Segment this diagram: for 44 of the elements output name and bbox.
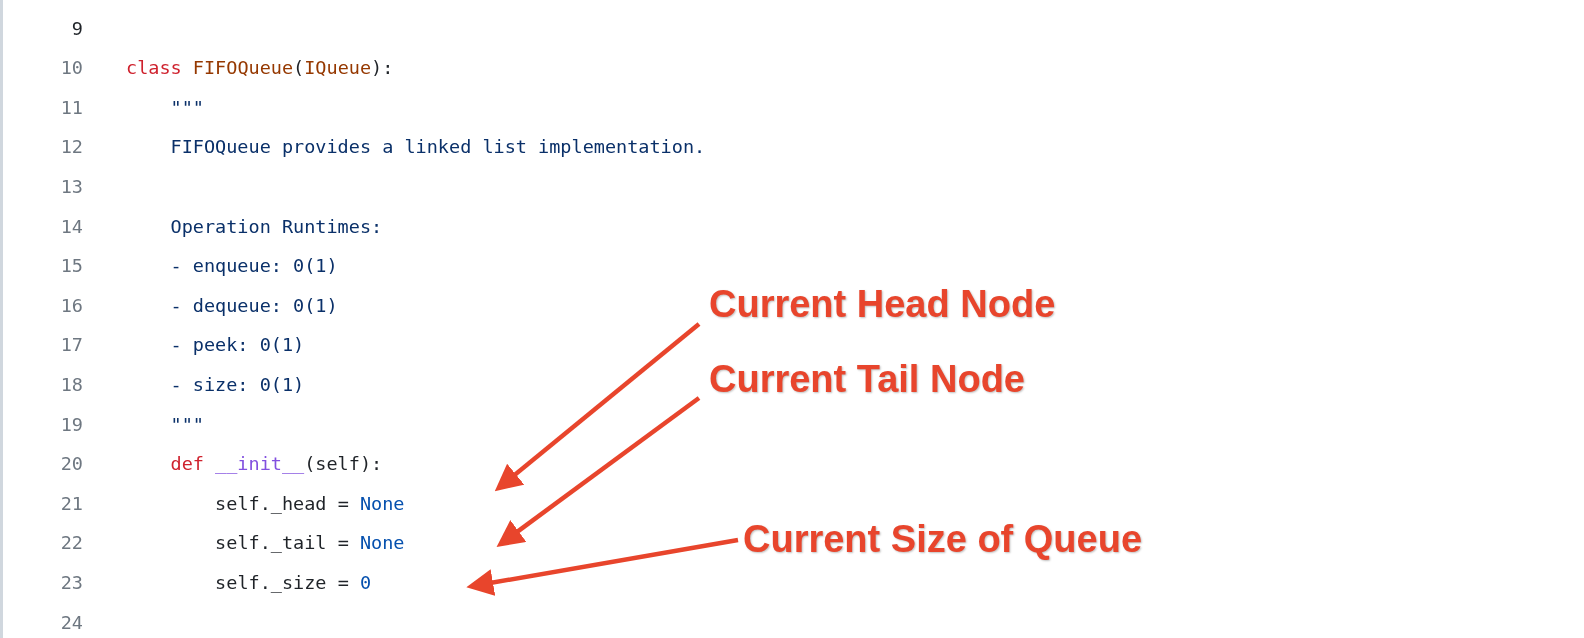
code-text: - dequeue: 0(1)	[170, 294, 338, 316]
line-number: 24	[59, 611, 83, 633]
code-text: (	[293, 57, 305, 79]
line-number: 12	[59, 136, 83, 158]
callout-text: Current Tail Node	[709, 359, 1025, 401]
line-number: 11	[59, 96, 83, 118]
line-number: 16	[59, 294, 83, 316]
line-number: 9	[70, 17, 83, 39]
code-text: self._head =	[215, 492, 349, 514]
code-text: Operation Runtimes:	[170, 215, 383, 237]
code-text: - enqueue: 0(1)	[170, 255, 338, 277]
line-number: 20	[59, 453, 83, 475]
code-text: FIFOQueue	[192, 57, 294, 79]
line-number: 13	[59, 175, 83, 197]
code-text: """	[170, 96, 204, 118]
line-number: 10	[59, 57, 83, 79]
code-text: class	[126, 57, 182, 79]
leader-arrow	[466, 537, 739, 596]
line-number: 17	[59, 334, 83, 356]
line-number: 19	[59, 413, 83, 435]
code-text: FIFOQueue provides a linked list implementation.	[170, 136, 706, 158]
code-text: - size: 0(1)	[170, 373, 305, 395]
code-text: - peek: 0(1)	[170, 334, 305, 356]
code-text: None	[359, 492, 405, 514]
code-text: self._tail =	[215, 532, 349, 554]
code-text: __init__	[215, 453, 305, 475]
callout-text: Current Size of Queue	[743, 519, 1143, 561]
line-number: 14	[59, 215, 83, 237]
code-text: self._size =	[215, 571, 349, 593]
line-number: 15	[59, 255, 83, 277]
callout-text: Current Head Node	[709, 284, 1056, 326]
code-text: def	[170, 453, 204, 475]
code-text: 0	[359, 571, 372, 593]
code-text: ):	[371, 57, 394, 79]
code-text: IQueue	[304, 57, 372, 79]
code-text: (self):	[304, 453, 383, 475]
line-number: 22	[59, 532, 83, 554]
line-number: 18	[59, 373, 83, 395]
leader-arrow	[494, 322, 701, 492]
code-text: """	[170, 413, 204, 435]
line-number: 21	[59, 492, 83, 514]
leader-arrow	[496, 396, 701, 547]
code-text: None	[359, 532, 405, 554]
line-number: 23	[59, 571, 83, 593]
